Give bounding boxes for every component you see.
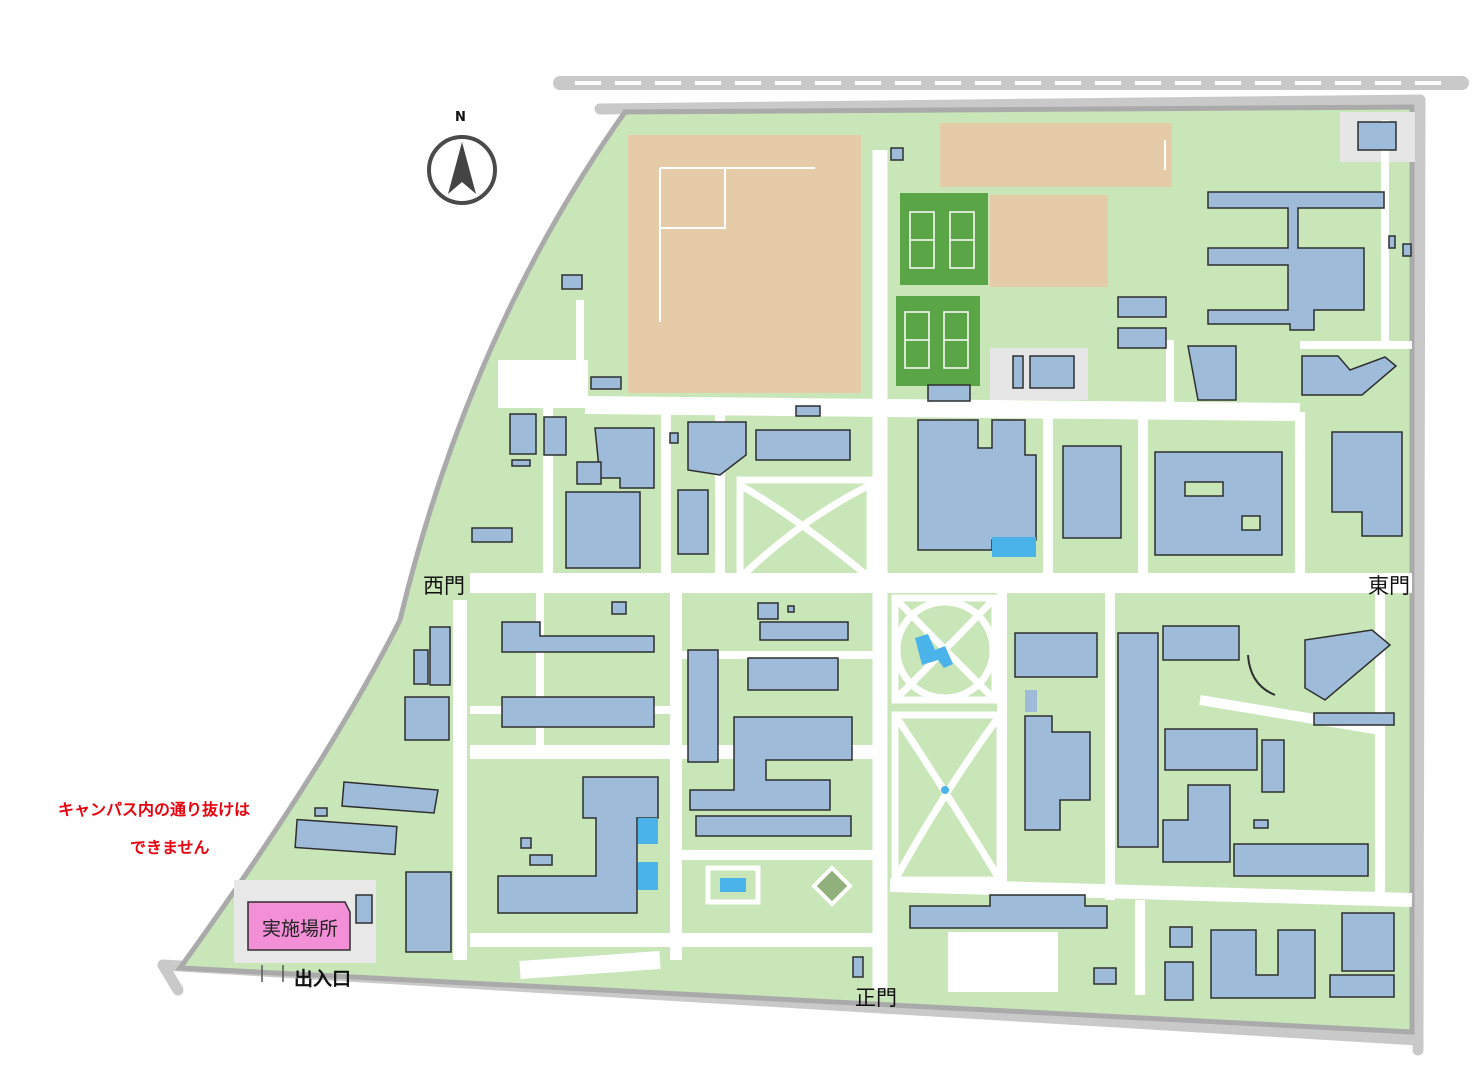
fountain bbox=[941, 786, 949, 794]
west-gate-label: 西門 bbox=[423, 574, 465, 598]
tennis-courts bbox=[896, 193, 988, 386]
sports-fields bbox=[628, 123, 1172, 393]
venue-label: 実施場所 bbox=[262, 918, 339, 940]
buildings bbox=[294, 121, 1412, 1001]
east-gate-label: 東門 bbox=[1368, 574, 1410, 598]
no-through-notice-line1: キャンパス内の通り抜けは bbox=[58, 800, 251, 819]
venue-building bbox=[247, 901, 351, 951]
north-plaza bbox=[736, 476, 874, 582]
pond-frame bbox=[705, 865, 761, 905]
campus-grounds bbox=[175, 104, 1415, 1035]
entrance-label: 出入口 bbox=[294, 968, 352, 990]
diamond-garden bbox=[811, 865, 853, 907]
no-through-notice-line2: できません bbox=[130, 838, 210, 857]
water-features bbox=[638, 537, 1036, 892]
north-label: N bbox=[455, 110, 466, 125]
north-compass-icon bbox=[427, 135, 497, 205]
entrance-marks bbox=[261, 965, 284, 982]
arc-structure bbox=[1247, 654, 1276, 696]
main-gate-label: 正門 bbox=[855, 986, 897, 1010]
